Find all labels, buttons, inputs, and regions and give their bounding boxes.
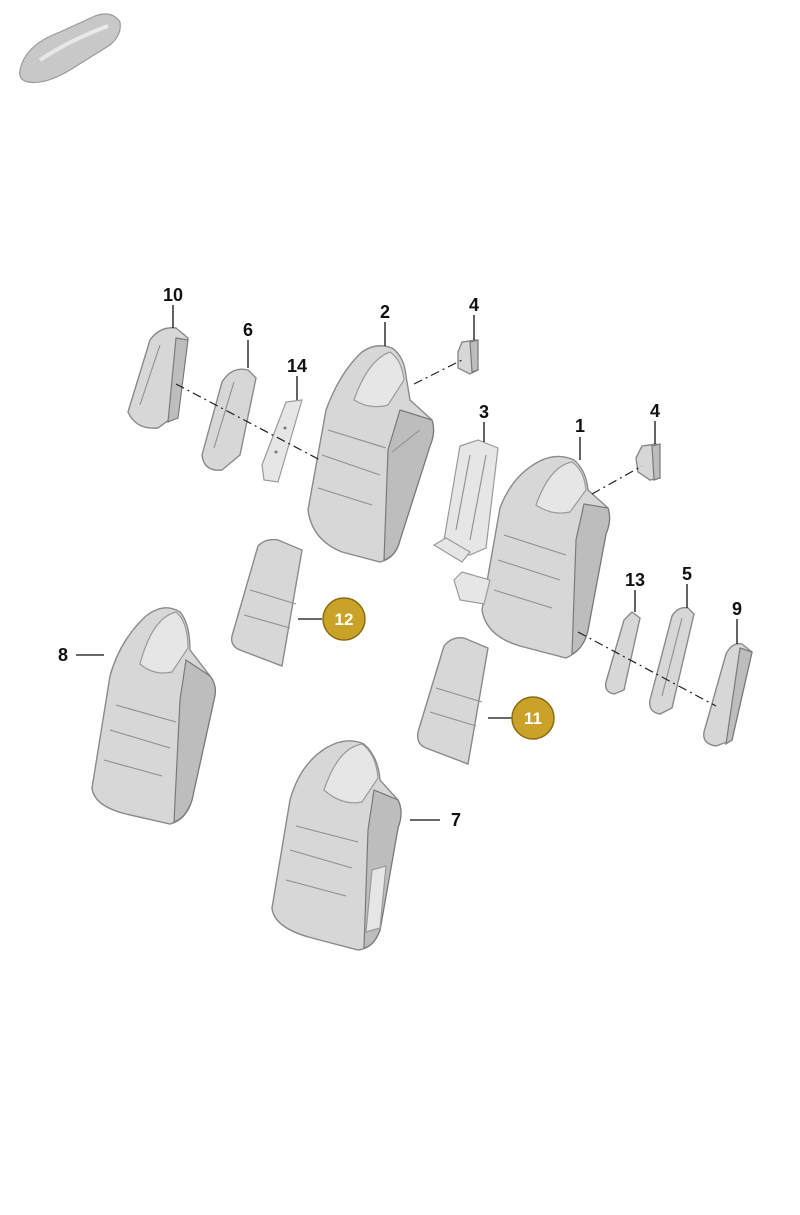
- part-13-side-trim: [604, 611, 641, 695]
- callout-10: 10: [163, 285, 183, 305]
- part-3-backing-frame: [432, 439, 499, 563]
- callout-1: 1: [575, 416, 585, 436]
- callout-4-right: 4: [650, 401, 660, 421]
- car-thumbnail-icon: [19, 13, 121, 84]
- callout-5: 5: [682, 564, 692, 584]
- part-8-seat-back-assembly: [91, 607, 217, 825]
- assembly-line-top: [413, 359, 463, 385]
- badge-12[interactable]: 12: [322, 597, 366, 641]
- callout-6: 6: [243, 320, 253, 340]
- assembly-line-left: [175, 383, 321, 461]
- callout-8: 8: [58, 645, 68, 665]
- badge-11-label: 11: [524, 709, 542, 728]
- badge-12-label: 12: [335, 610, 354, 629]
- part-14-thin-panel: [261, 399, 303, 483]
- part-5-side-trim: [649, 606, 695, 715]
- callout-7: 7: [451, 810, 461, 830]
- badge-11[interactable]: 11: [511, 696, 555, 740]
- part-7-seat-back-assembly: [271, 740, 402, 951]
- part-11-cushion-pad: [416, 636, 489, 765]
- part-9-side-trim: [703, 643, 753, 747]
- callout-9: 9: [732, 599, 742, 619]
- part-10-side-trim: [127, 327, 189, 429]
- assembly-line-right: [577, 631, 717, 707]
- part-4-clip-upper: [457, 339, 479, 375]
- callout-13: 13: [625, 570, 645, 590]
- part-2-seat-back-upholstery: [307, 345, 435, 563]
- part-1-seat-back-upholstery: [453, 455, 611, 659]
- callout-14: 14: [287, 356, 307, 376]
- callout-2: 2: [380, 302, 390, 322]
- part-12-cushion-pad: [230, 538, 303, 667]
- part-6-side-trim: [201, 368, 257, 471]
- callout-3: 3: [479, 402, 489, 422]
- part-4-clip-right: [635, 443, 661, 481]
- assembly-line-right-top: [591, 465, 643, 495]
- callout-4-upper: 4: [469, 295, 479, 315]
